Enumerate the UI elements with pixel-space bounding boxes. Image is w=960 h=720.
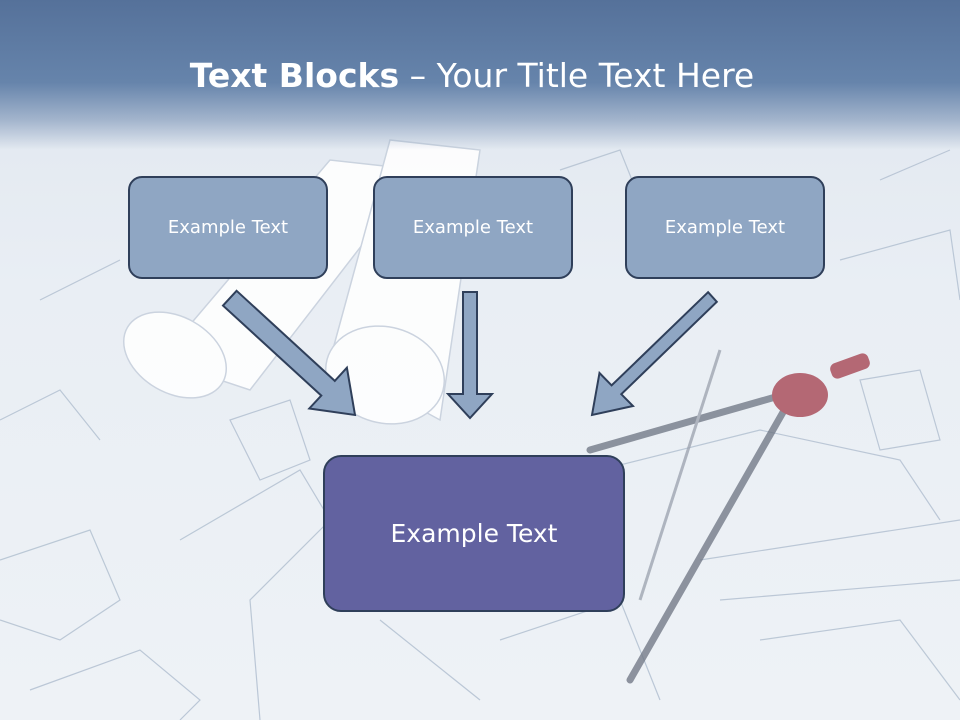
text-block-main[interactable]: Example Text [323,455,625,612]
title-rest: Your Title Text Here [436,56,755,95]
arrow-right [590,290,719,417]
arrow-center [445,291,495,420]
text-block-3[interactable]: Example Text [625,176,825,279]
arrow-left [221,289,357,417]
title-dash: – [399,56,437,95]
title-bar [0,0,960,150]
drafting-compass [586,349,870,684]
title-bold: Text Blocks [189,56,400,95]
text-block-2[interactable]: Example Text [373,176,573,279]
slide-title: Text Blocks – Your Title Text Here [0,56,944,95]
text-block-1[interactable]: Example Text [128,176,328,279]
